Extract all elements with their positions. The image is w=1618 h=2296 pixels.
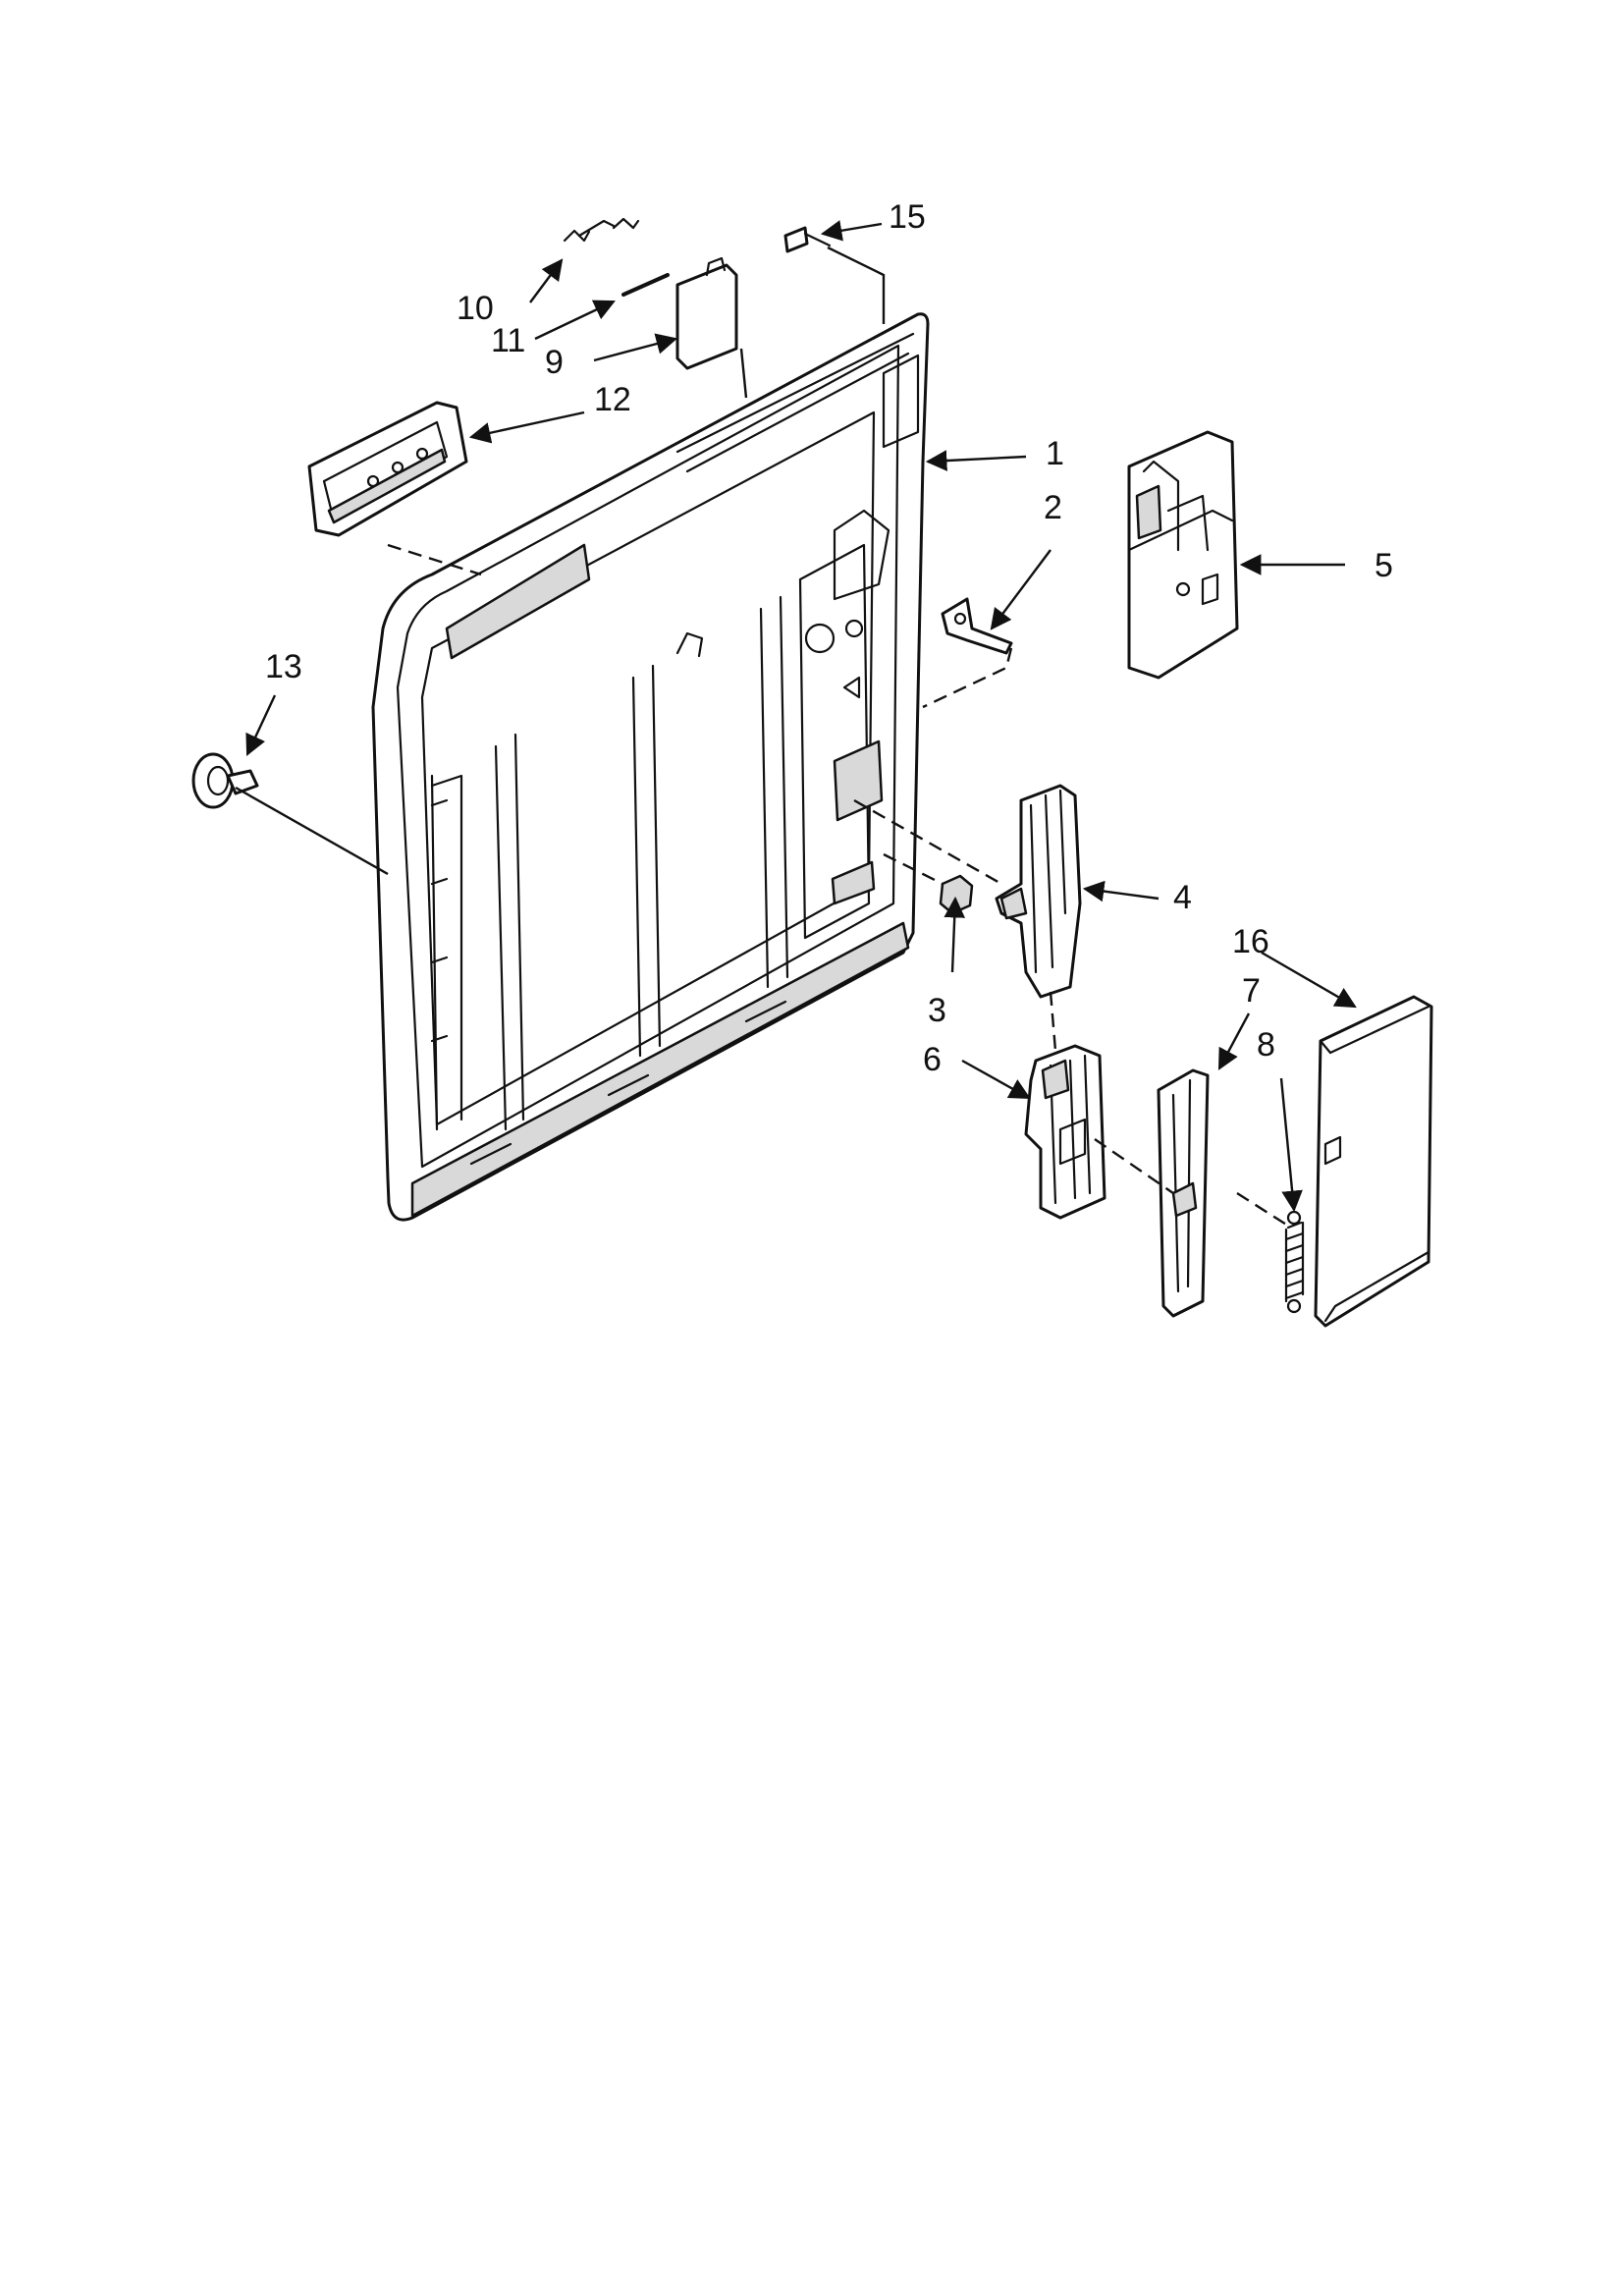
callout-9: 9 — [545, 344, 564, 381]
callout-3: 3 — [928, 992, 946, 1029]
leader-15 — [820, 220, 883, 242]
latch-base-part — [1024, 1044, 1106, 1220]
assembly-lines — [235, 246, 1292, 1230]
callout-12: 12 — [594, 381, 631, 418]
spring-clip-part — [563, 217, 640, 243]
callout-10: 10 — [457, 290, 494, 327]
cover-part — [675, 256, 738, 370]
leader-1 — [925, 450, 1027, 471]
leader-13 — [245, 694, 277, 756]
leader-3 — [944, 896, 966, 973]
callout-labels: 1 2 3 4 5 6 7 8 9 10 11 12 13 15 16 — [265, 198, 1393, 1078]
callout-arrows — [245, 220, 1357, 1213]
leader-10 — [529, 258, 564, 303]
callout-7: 7 — [1242, 972, 1261, 1010]
leader-6 — [961, 1059, 1031, 1100]
leader-4 — [1082, 880, 1160, 902]
callout-5: 5 — [1375, 547, 1393, 584]
callout-6: 6 — [923, 1041, 942, 1078]
side-panel-part — [1314, 995, 1433, 1328]
leader-2 — [990, 549, 1052, 630]
callout-16: 16 — [1232, 923, 1269, 960]
spring-part — [1284, 1210, 1305, 1314]
leader-8 — [1279, 1077, 1303, 1213]
latch-housing-part — [995, 784, 1082, 999]
latch-bracket-part — [941, 597, 1013, 655]
vent-part — [307, 401, 468, 537]
knob-part — [191, 752, 259, 809]
callout-4: 4 — [1173, 879, 1192, 916]
leader-7 — [1217, 1012, 1251, 1070]
leader-16 — [1261, 951, 1357, 1009]
slide-part — [1157, 1068, 1210, 1318]
leader-12 — [468, 410, 585, 444]
nut-part — [939, 874, 974, 915]
inner-door-panel-part — [371, 312, 930, 1222]
callout-1: 1 — [1046, 435, 1064, 472]
leader-11 — [534, 300, 616, 341]
callout-13: 13 — [265, 648, 302, 685]
callout-2: 2 — [1044, 489, 1062, 526]
door-latch-module-part — [1127, 430, 1239, 680]
callout-11: 11 — [491, 322, 525, 359]
callout-8: 8 — [1257, 1026, 1275, 1064]
screw-part — [783, 226, 832, 253]
pin-part — [621, 273, 670, 297]
leader-9 — [593, 333, 678, 362]
callout-15: 15 — [889, 198, 926, 236]
